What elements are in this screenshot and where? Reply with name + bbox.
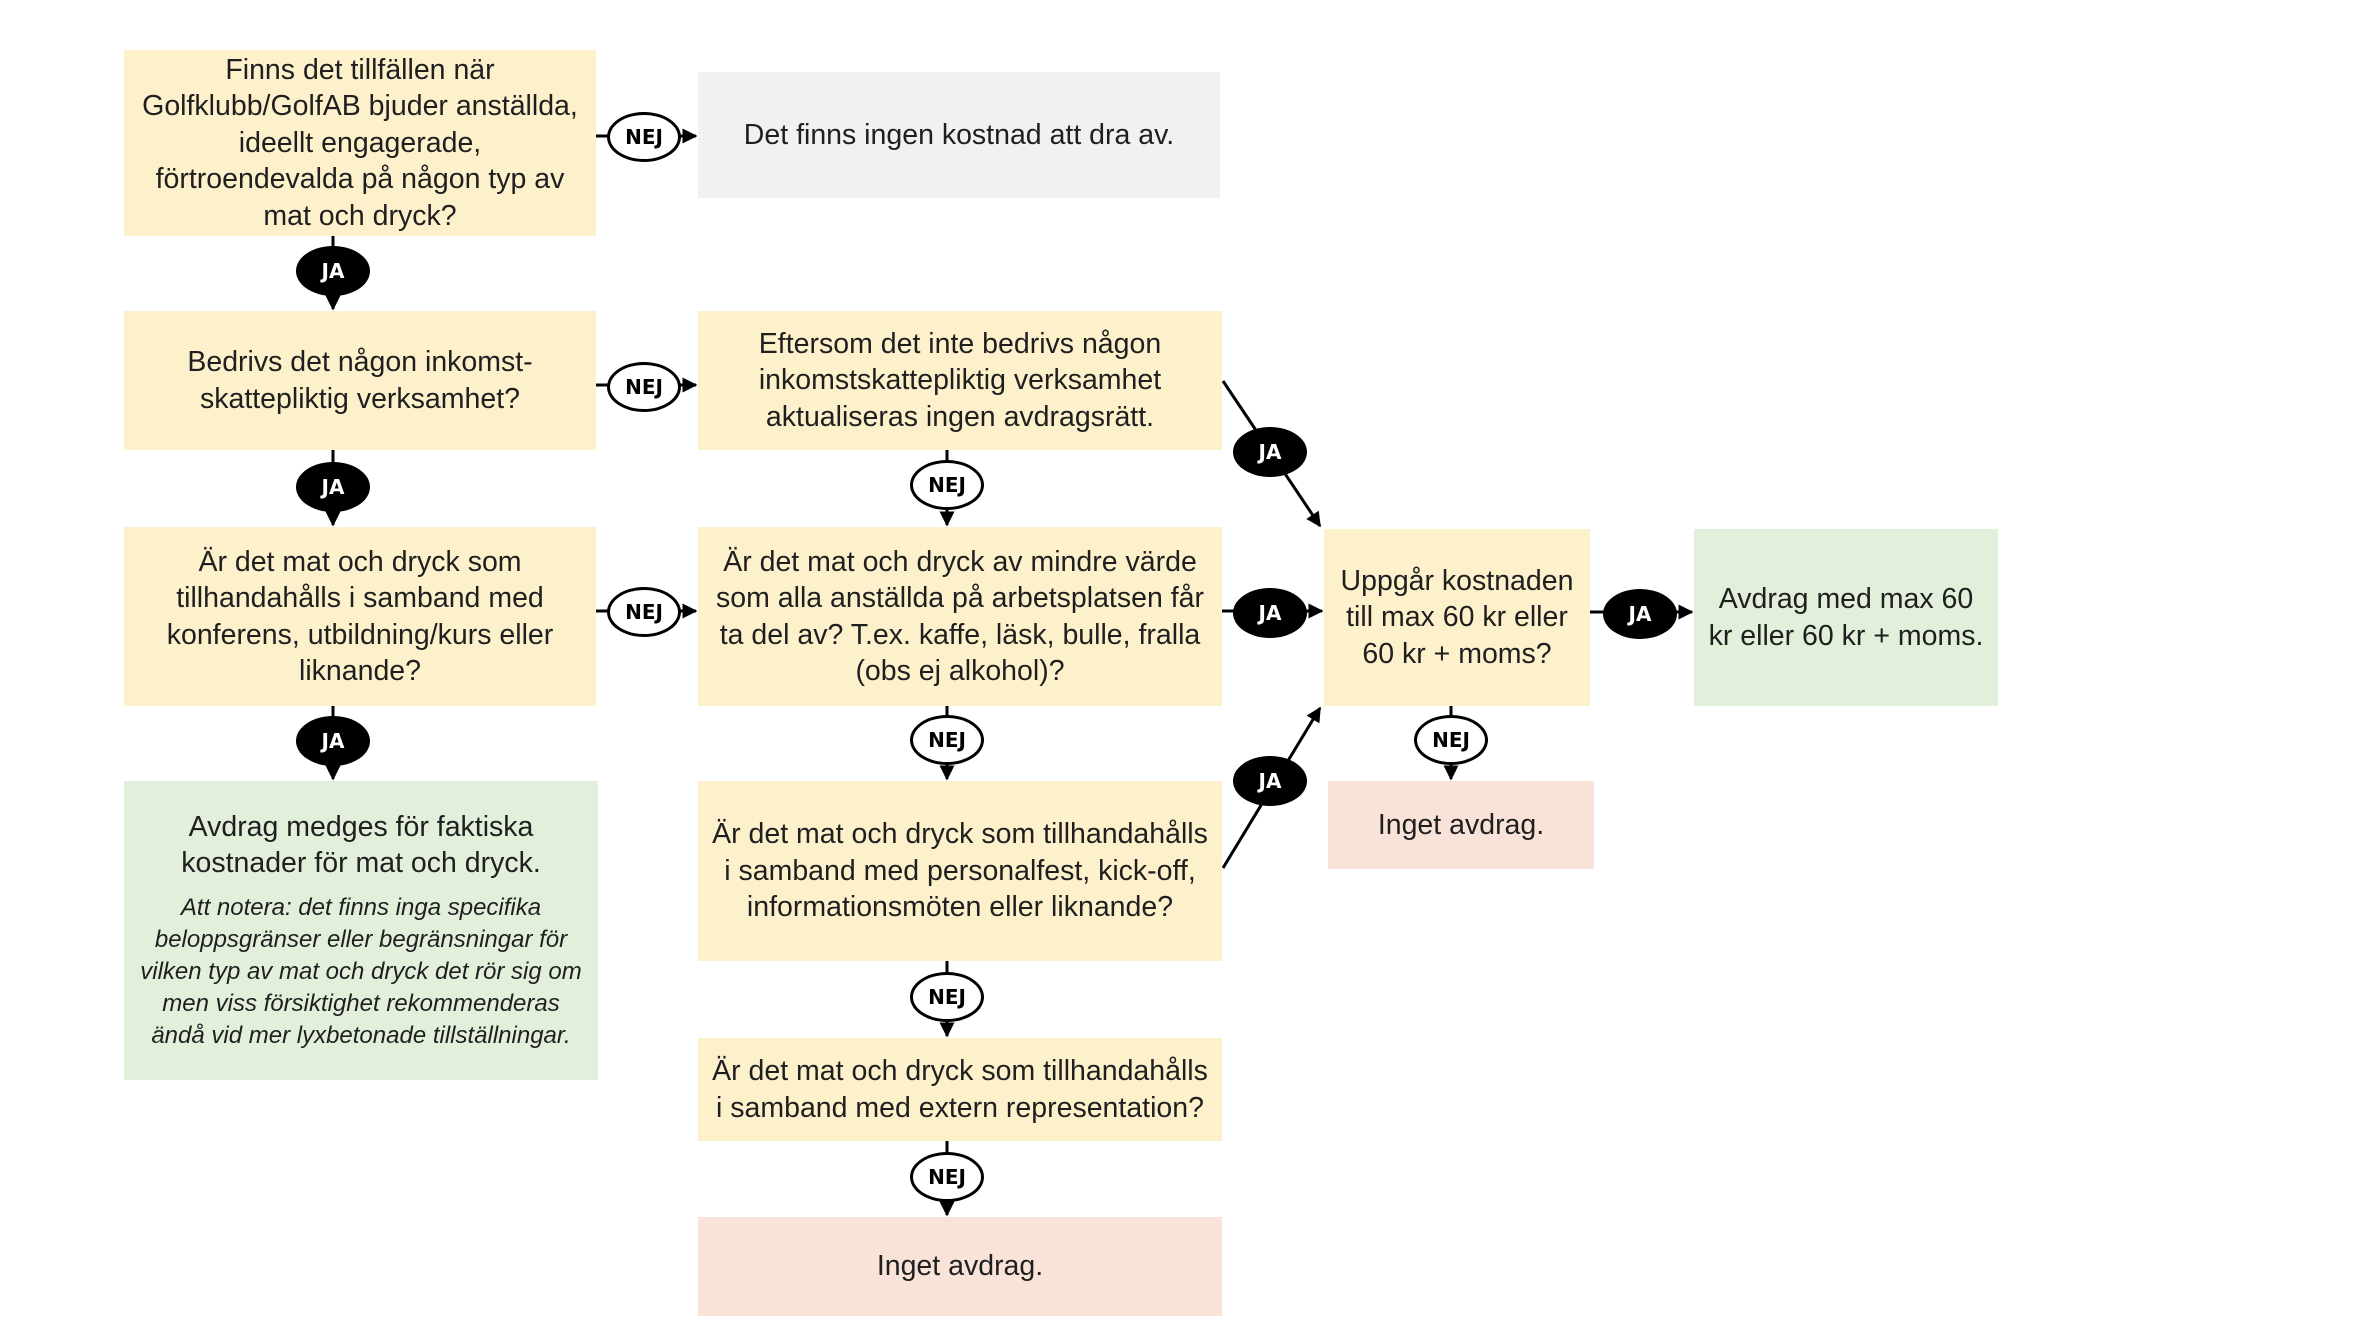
yes-label: JA xyxy=(296,246,370,296)
outcome-actual-costs-text: Avdrag medges för faktiska kostnader för… xyxy=(181,810,541,880)
no-label: NEJ xyxy=(910,715,984,765)
outcome-deduction-60kr: Avdrag med max 60 kr eller 60 kr + moms. xyxy=(1694,529,1998,706)
outcome-actual-costs: Avdrag medges för faktiska kostnader för… xyxy=(124,781,598,1080)
question-taxable-business: Bedrivs det någon inkomst-skattepliktig … xyxy=(124,311,596,450)
outcome-no-deduction-2-text: Inget avdrag. xyxy=(876,1250,1044,1283)
yes-label: JA xyxy=(1233,756,1307,806)
outcome-no-cost: Det finns ingen kostnad att dra av. xyxy=(698,72,1220,198)
outcome-no-cost-text: Det finns ingen kostnad att dra av. xyxy=(743,118,1175,151)
question-external-representation-text: Är det mat och dryck som tillhandahålls … xyxy=(712,1055,1208,1124)
question-minor-value-text: Är det mat och dryck av mindre värde som… xyxy=(716,545,1204,687)
info-no-deduction-right: Eftersom det inte bedrivs någon inkomsts… xyxy=(698,311,1222,450)
question-meals-offered-text: Finns det tillfällen när Golfklubb/GolfA… xyxy=(142,53,578,232)
no-label: NEJ xyxy=(910,1152,984,1202)
question-staff-party-text: Är det mat och dryck som tillhandahålls … xyxy=(712,818,1208,924)
question-conference: Är det mat och dryck som tillhandahålls … xyxy=(124,527,596,706)
outcome-no-deduction-2: Inget avdrag. xyxy=(698,1217,1222,1316)
yes-label: JA xyxy=(296,716,370,766)
question-max-60kr-text: Uppgår kostnaden till max 60 kr eller 60… xyxy=(1340,564,1574,670)
question-minor-value: Är det mat och dryck av mindre värde som… xyxy=(698,527,1222,706)
outcome-no-deduction-1: Inget avdrag. xyxy=(1328,781,1594,869)
no-label: NEJ xyxy=(607,112,681,162)
info-no-deduction-right-text: Eftersom det inte bedrivs någon inkomsts… xyxy=(758,327,1162,433)
yes-label: JA xyxy=(296,462,370,512)
question-taxable-business-text: Bedrivs det någon inkomst-skattepliktig … xyxy=(187,346,533,415)
no-label: NEJ xyxy=(910,972,984,1022)
question-max-60kr: Uppgår kostnaden till max 60 kr eller 60… xyxy=(1324,529,1590,706)
question-meals-offered: Finns det tillfällen när Golfklubb/GolfA… xyxy=(124,50,596,236)
yes-label: JA xyxy=(1233,427,1307,477)
outcome-actual-costs-note: Att notera: det finns inga specifika bel… xyxy=(140,893,582,1050)
no-label: NEJ xyxy=(607,362,681,412)
no-label: NEJ xyxy=(1414,715,1488,765)
question-external-representation: Är det mat och dryck som tillhandahålls … xyxy=(698,1038,1222,1141)
question-staff-party: Är det mat och dryck som tillhandahålls … xyxy=(698,781,1222,961)
no-label: NEJ xyxy=(607,587,681,637)
yes-label: JA xyxy=(1233,588,1307,638)
yes-label: JA xyxy=(1603,589,1677,639)
outcome-deduction-60kr-text: Avdrag med max 60 kr eller 60 kr + moms. xyxy=(1708,583,1984,652)
outcome-no-deduction-1-text: Inget avdrag. xyxy=(1377,808,1545,841)
no-label: NEJ xyxy=(910,460,984,510)
question-conference-text: Är det mat och dryck som tillhandahålls … xyxy=(166,545,554,687)
